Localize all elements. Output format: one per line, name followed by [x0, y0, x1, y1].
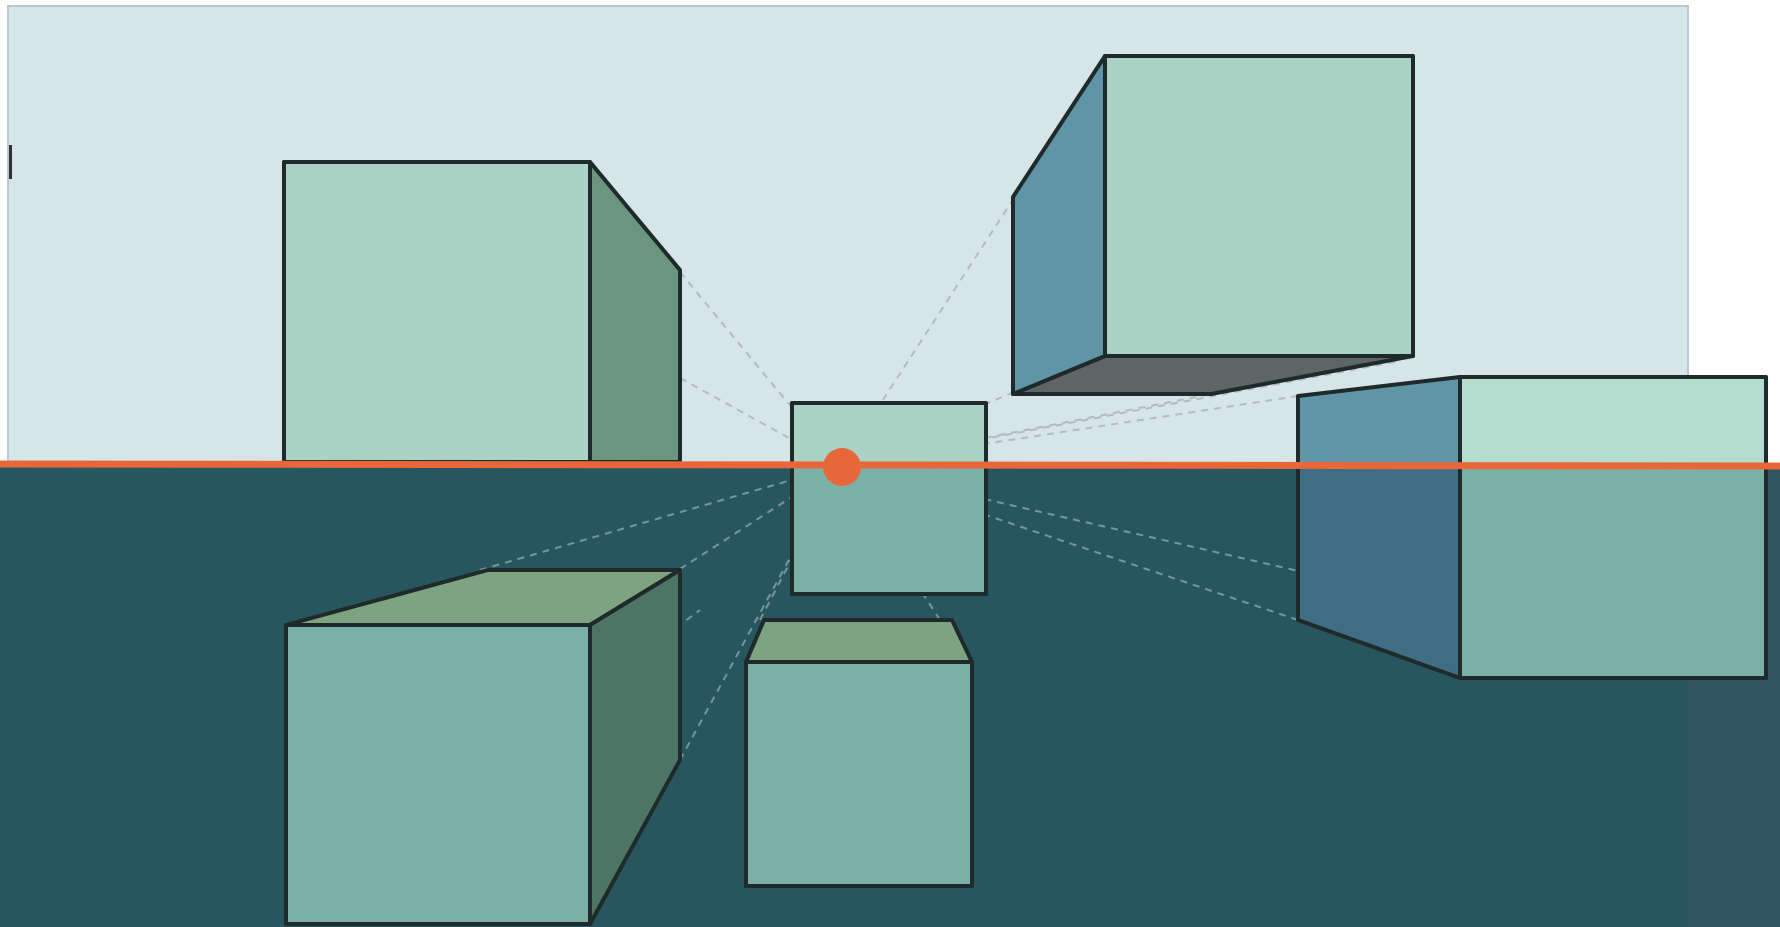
vanishing-point: [823, 448, 861, 486]
cube-lower-center-front-face: [744, 660, 974, 888]
left-edge-mark: [9, 145, 12, 179]
cube-upper-right-front-face: [1103, 54, 1415, 358]
cube-center-front-lower: [792, 466, 986, 594]
cube-lower-left: [284, 568, 682, 926]
cube-upper-left-front-face: [282, 160, 592, 464]
cube-center-front-upper: [792, 403, 986, 466]
cube-right-front-face-upper: [1460, 377, 1766, 466]
cube-center-on-horizon: [790, 401, 988, 596]
cube-upper-right: [1011, 54, 1415, 396]
cube-right-side-face-lower: [1298, 466, 1460, 678]
cube-right-front-face-lower: [1460, 466, 1766, 678]
cube-lower-center-top-face: [744, 618, 974, 664]
cube-lower-left-front-face: [284, 623, 592, 926]
horizon-line: [0, 460, 1780, 470]
cube-right-on-horizon: [1296, 375, 1768, 680]
cube-upper-left: [282, 160, 682, 464]
cube-lower-center: [744, 618, 974, 888]
cube-right-side-face-upper: [1298, 377, 1460, 466]
